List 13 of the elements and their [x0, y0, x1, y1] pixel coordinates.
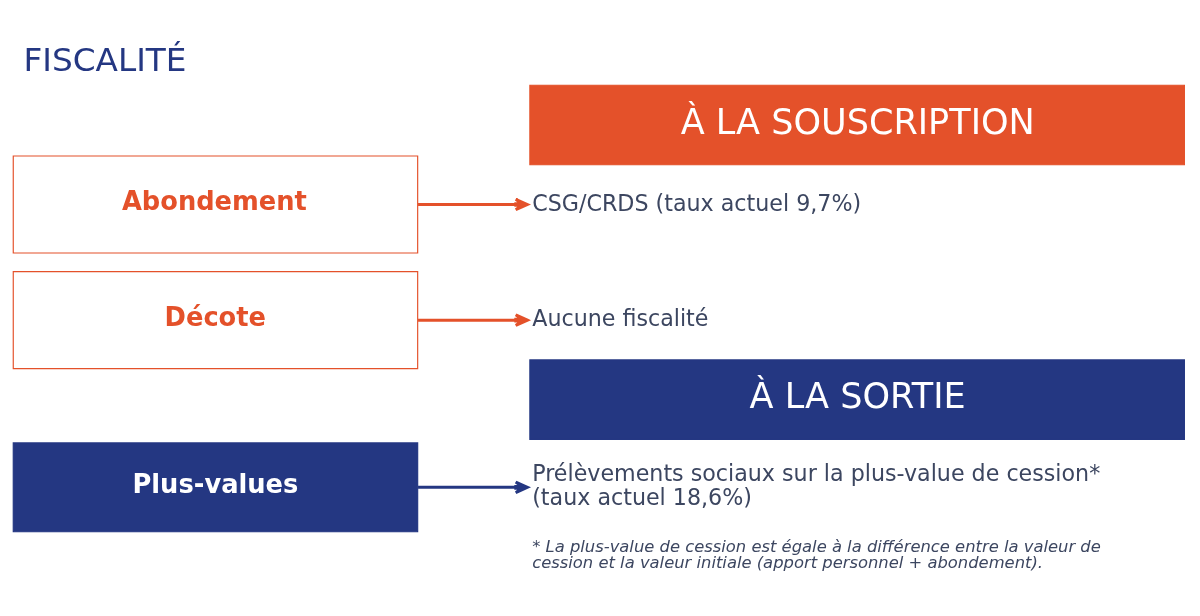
arrow [418, 480, 529, 494]
node-box: Plus-values [12, 441, 419, 532]
node-box: Décote [12, 270, 419, 369]
node-box: À LA SORTIE [529, 358, 1185, 440]
node-text: Aucune fiscalité [532, 304, 709, 331]
diagram-title: FISCALITÉ [23, 40, 187, 79]
arrow [418, 312, 529, 327]
node-box: Abondement [12, 154, 419, 254]
node-text: CSG/CRDS (taux actuel 9,7%) [532, 189, 862, 216]
node-box: À LA SOUSCRIPTION [529, 84, 1185, 165]
label: * La plus-value de cession est égale à la différence entre la valeur de cession et la valeur initiale (apport personnel + abondement). [532, 536, 1101, 572]
arrow [418, 197, 529, 211]
node-text: Prélèvements sociaux sur la plus-value de cession* (taux actuel 18,6%) [532, 459, 1101, 510]
